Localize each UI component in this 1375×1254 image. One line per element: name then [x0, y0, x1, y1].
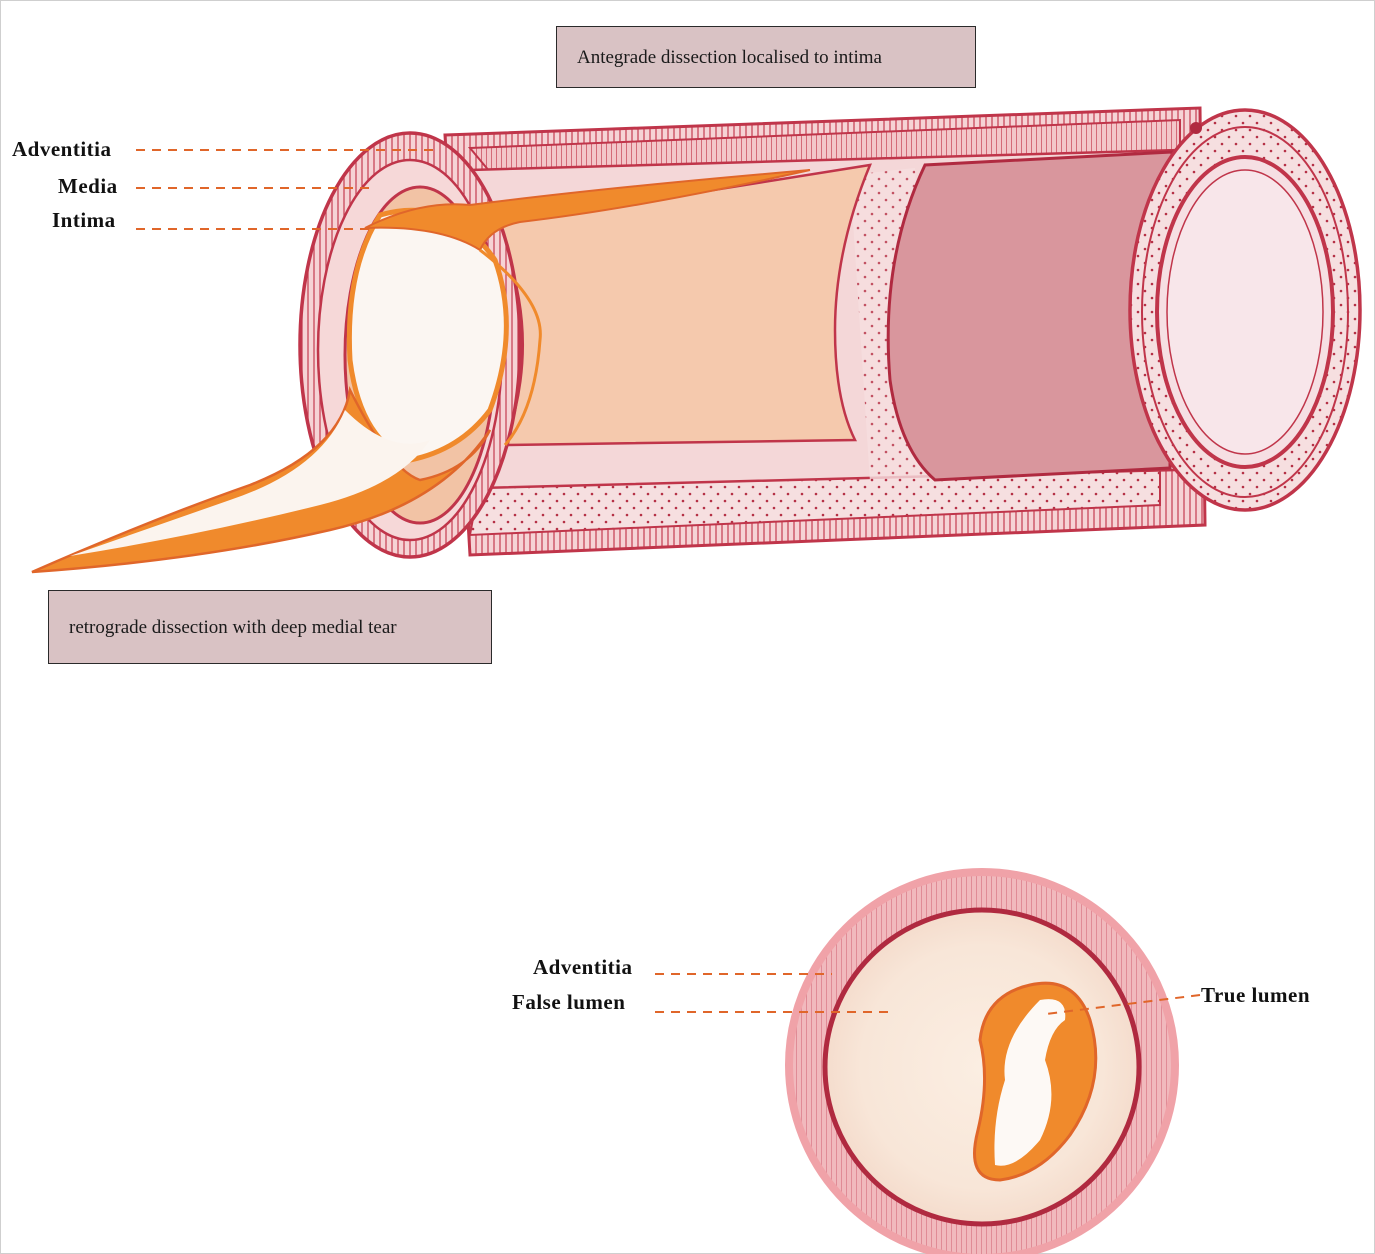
label-intima: Intima: [52, 210, 116, 231]
label-false-lumen: False lumen: [512, 992, 625, 1013]
label-media: Media: [58, 176, 118, 197]
vessel-false-lumen: [349, 210, 506, 460]
vessel-end-marker: [1190, 122, 1202, 134]
label-true-lumen: True lumen: [1201, 985, 1310, 1006]
antegrade-callout-text: Antegrade dissection localised to intima: [577, 48, 882, 67]
cross-section: [789, 872, 1175, 1254]
label-adventitia: Adventitia: [12, 139, 112, 160]
retrograde-callout: retrograde dissection with deep medial t…: [48, 590, 492, 664]
label-cross-adventitia: Adventitia: [533, 957, 633, 978]
antegrade-callout: Antegrade dissection localised to intima: [556, 26, 976, 88]
vessel-longitudinal: [32, 108, 1360, 572]
vessel-end-lumen: [1167, 170, 1323, 454]
retrograde-callout-text: retrograde dissection with deep medial t…: [69, 618, 397, 637]
